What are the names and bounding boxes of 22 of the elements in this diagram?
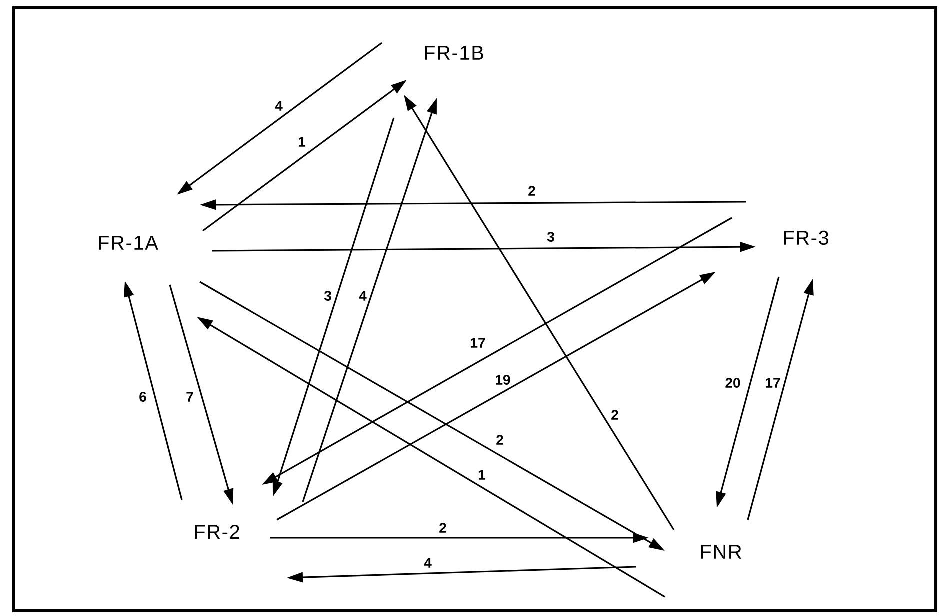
edge-label: 7 — [185, 391, 195, 403]
edge-label: 19 — [494, 374, 512, 386]
node-label: FR-3 — [784, 230, 829, 246]
edge-label: 2 — [527, 185, 537, 197]
edge-label: 3 — [546, 231, 556, 243]
edge-label: 17 — [764, 377, 782, 389]
edge-label: 4 — [358, 290, 368, 302]
edge-label: 1 — [477, 469, 487, 481]
edge-label: 2 — [495, 434, 505, 446]
node-label: FR-1A — [99, 236, 158, 250]
node-label: FR-1B — [425, 46, 484, 60]
edge-label: 3 — [323, 290, 333, 302]
edge-label: 4 — [274, 100, 284, 112]
edge-label: 4 — [423, 557, 433, 569]
edge-label: 1 — [297, 136, 307, 148]
node-label: FNR — [701, 545, 742, 559]
edge-label: 6 — [138, 391, 148, 403]
node-label: FR-2 — [195, 525, 240, 539]
edge-label: 17 — [469, 337, 487, 349]
edge-label: 2 — [610, 409, 620, 421]
edge-label: 20 — [724, 377, 742, 389]
edge-label: 2 — [438, 522, 448, 534]
